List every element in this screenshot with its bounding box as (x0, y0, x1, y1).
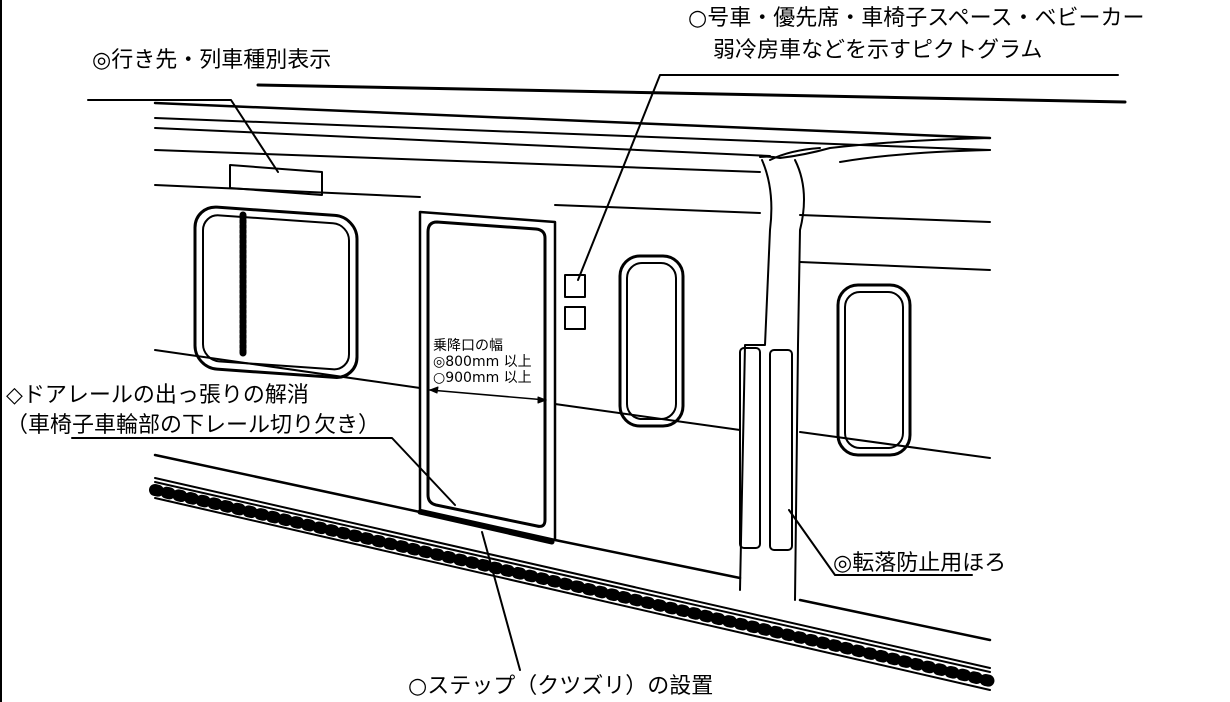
destination-sign (229, 164, 323, 196)
platform-tactile-stripes (149, 484, 996, 687)
gangway-shape (769, 147, 821, 161)
next-car-lower-line (799, 431, 991, 459)
platform-tactile-top (154, 481, 991, 673)
car-end-pillar-2 (794, 159, 805, 601)
door-frame-outer (418, 210, 557, 542)
leader-door-rail (71, 437, 456, 506)
label-pictogram-line1: ○号車・優先席・車椅子スペース・ベビーカー (688, 6, 1145, 31)
door-width-title: 乗降口の幅 (433, 338, 503, 354)
label-door-rail-line1: ◇ドアレールの出っ張りの解消 (6, 383, 309, 408)
label-destination: ◎行き先・列車種別表示 (92, 48, 331, 73)
label-door-rail-line2: （車椅子車輪部の下レール切り欠き） (6, 413, 380, 438)
window-right-outer (836, 283, 912, 457)
next-car-belt-line (799, 261, 991, 271)
label-anti-fall: ◎転落防止用ほろ (833, 551, 1006, 576)
anti-fall-hood-left (739, 347, 761, 549)
door-width-arrowhead-right (537, 396, 547, 404)
body-window-top-line (154, 184, 421, 198)
next-car-window-top-line (799, 214, 991, 223)
leader-step (481, 531, 521, 671)
door-sill (417, 509, 555, 545)
roof-eave-line (154, 149, 761, 173)
roof-edge-line-1 (153, 101, 992, 140)
car-end-roof-curve (759, 137, 991, 159)
label-step: ○ステップ（クツズリ）の設置 (408, 674, 713, 699)
leader-destination (87, 99, 279, 173)
body-bottom-line-left (153, 453, 422, 514)
car-end-pillar (739, 159, 773, 591)
door-width-line1: ◎800mm 以上 (433, 354, 532, 370)
train-car-drawing (71, 74, 1127, 691)
window-left-inner (202, 214, 350, 371)
leader-anti-fall (788, 509, 973, 576)
window-middle-inner (626, 262, 677, 420)
car-end-roof-curve-2 (839, 149, 991, 163)
body-window-top-line-2 (554, 204, 761, 214)
pictogram-box-lower (564, 306, 586, 330)
next-car-bottom-line (798, 598, 992, 642)
pictogram-box-upper (564, 274, 586, 298)
roof-top-line (256, 83, 1127, 104)
roof-edge-line-3 (154, 127, 771, 157)
window-left-outer (193, 205, 359, 379)
label-pictogram-line2: 弱冷房車などを示すピクトグラム (713, 38, 1042, 63)
door-width-line2: ○900mm 以上 (433, 370, 532, 386)
window-right-inner (844, 291, 904, 449)
body-lower-line-mid (554, 403, 741, 431)
door-panel (426, 220, 547, 528)
window-middle-outer (618, 254, 685, 428)
platform-tactile-bottom (154, 497, 991, 691)
roof-edge-line-2 (154, 117, 991, 151)
platform-edge-line (154, 477, 991, 669)
door-width-arrow (429, 389, 547, 401)
door-width-arrowhead-left (429, 386, 439, 394)
anti-fall-hood-right (769, 349, 793, 551)
body-bottom-line-mid (553, 538, 742, 580)
leader-pictogram (577, 74, 1119, 281)
